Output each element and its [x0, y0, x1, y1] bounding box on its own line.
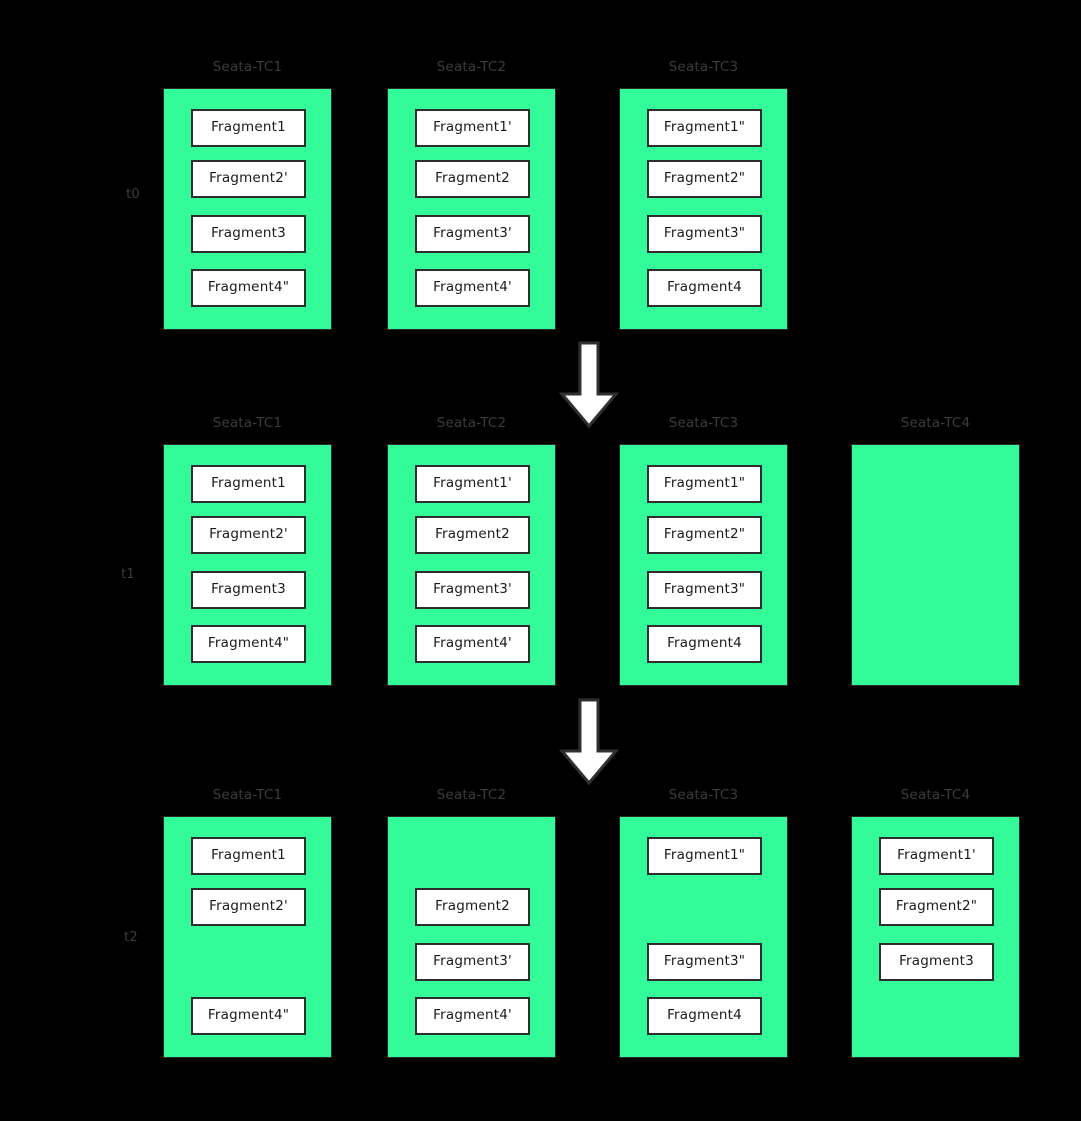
fragment-chip: Fragment4 [647, 997, 762, 1035]
fragment-chip: Fragment2 [415, 516, 530, 554]
column-header-t1-tc1: Seata-TC1 [212, 415, 283, 431]
fragment-slot-t1-tc2-1[interactable]: Fragment1' [415, 465, 530, 503]
fragment-chip: Fragment2' [191, 516, 306, 554]
fragment-chip: Fragment3" [647, 215, 762, 253]
fragment-slot-t0-tc1-4[interactable]: Fragment4" [191, 269, 306, 307]
fragment-slot-t2-tc3-1[interactable]: Fragment1" [647, 837, 762, 875]
fragment-chip: Fragment1' [415, 109, 530, 147]
fragment-chip: Fragment2' [191, 888, 306, 926]
fragment-slot-t1-tc3-2[interactable]: Fragment2" [647, 516, 762, 554]
node-box-t0-tc1[interactable]: Fragment1 Fragment2' Fragment3 Fragment4… [163, 88, 332, 330]
fragment-chip: Fragment2" [879, 888, 994, 926]
fragment-chip: Fragment3 [191, 215, 306, 253]
fragment-chip: Fragment4' [415, 625, 530, 663]
fragment-chip: Fragment1" [647, 465, 762, 503]
column-header-t2-tc1: Seata-TC1 [212, 787, 283, 803]
fragment-slot-t1-tc1-3[interactable]: Fragment3 [191, 571, 306, 609]
fragment-chip: Fragment3' [415, 571, 530, 609]
fragment-chip: Fragment2 [415, 160, 530, 198]
node-box-t1-tc1[interactable]: Fragment1 Fragment2' Fragment3 Fragment4… [163, 444, 332, 686]
node-box-t2-tc2[interactable]: Fragment2 Fragment3' Fragment4' [387, 816, 556, 1058]
fragment-slot-t2-tc3-3[interactable]: Fragment3" [647, 943, 762, 981]
fragment-chip: Fragment3 [879, 943, 994, 981]
fragment-slot-t2-tc4-3[interactable]: Fragment3 [879, 943, 994, 981]
fragment-chip: Fragment1 [191, 465, 306, 503]
fragment-slot-t2-tc2-2[interactable]: Fragment2 [415, 888, 530, 926]
fragment-slot-t0-tc2-2[interactable]: Fragment2 [415, 160, 530, 198]
fragment-slot-t1-tc3-4[interactable]: Fragment4 [647, 625, 762, 663]
fragment-slot-t1-tc2-2[interactable]: Fragment2 [415, 516, 530, 554]
fragment-slot-t1-tc1-2[interactable]: Fragment2' [191, 516, 306, 554]
column-header-t1-tc2: Seata-TC2 [436, 415, 507, 431]
fragment-slot-t0-tc1-1[interactable]: Fragment1 [191, 109, 306, 147]
fragment-slot-t0-tc3-1[interactable]: Fragment1" [647, 109, 762, 147]
fragment-slot-t0-tc3-2[interactable]: Fragment2" [647, 160, 762, 198]
fragment-chip: Fragment2' [191, 160, 306, 198]
fragment-slot-t1-tc2-4[interactable]: Fragment4' [415, 625, 530, 663]
fragment-chip: Fragment2" [647, 160, 762, 198]
fragment-chip: Fragment1' [415, 465, 530, 503]
fragment-chip: Fragment3" [647, 571, 762, 609]
fragment-slot-t2-tc4-2[interactable]: Fragment2" [879, 888, 994, 926]
fragment-chip: Fragment4' [415, 269, 530, 307]
column-header-t2-tc2: Seata-TC2 [436, 787, 507, 803]
transition-arrow-t1-t2 [559, 698, 619, 786]
column-header-t2-tc3: Seata-TC3 [668, 787, 739, 803]
fragment-slot-t2-tc1-1[interactable]: Fragment1 [191, 837, 306, 875]
column-header-t0-tc1: Seata-TC1 [212, 59, 283, 75]
fragment-slot-t0-tc2-3[interactable]: Fragment3' [415, 215, 530, 253]
node-box-t1-tc2[interactable]: Fragment1' Fragment2 Fragment3' Fragment… [387, 444, 556, 686]
fragment-chip: Fragment4 [647, 625, 762, 663]
fragment-chip: Fragment1" [647, 837, 762, 875]
fragment-slot-t0-tc1-3[interactable]: Fragment3 [191, 215, 306, 253]
fragment-slot-t2-tc2-3[interactable]: Fragment3' [415, 943, 530, 981]
column-header-t1-tc3: Seata-TC3 [668, 415, 739, 431]
fragment-chip: Fragment2 [415, 888, 530, 926]
fragment-chip: Fragment4 [647, 269, 762, 307]
fragment-chip: Fragment1 [191, 837, 306, 875]
column-header-t0-tc2: Seata-TC2 [436, 59, 507, 75]
node-box-t1-tc4[interactable] [851, 444, 1020, 686]
node-box-t2-tc4[interactable]: Fragment1' Fragment2" Fragment3 [851, 816, 1020, 1058]
fragment-slot-t2-tc3-4[interactable]: Fragment4 [647, 997, 762, 1035]
fragment-slot-t2-tc4-1[interactable]: Fragment1' [879, 837, 994, 875]
node-box-t0-tc2[interactable]: Fragment1' Fragment2 Fragment3' Fragment… [387, 88, 556, 330]
fragment-slot-t0-tc3-4[interactable]: Fragment4 [647, 269, 762, 307]
fragment-slot-t1-tc1-1[interactable]: Fragment1 [191, 465, 306, 503]
fragment-chip: Fragment3' [415, 943, 530, 981]
fragment-slot-t1-tc1-4[interactable]: Fragment4" [191, 625, 306, 663]
fragment-chip: Fragment3' [415, 215, 530, 253]
fragment-slot-t0-tc1-2[interactable]: Fragment2' [191, 160, 306, 198]
fragment-slot-t0-tc2-4[interactable]: Fragment4' [415, 269, 530, 307]
fragment-slot-t1-tc3-1[interactable]: Fragment1" [647, 465, 762, 503]
fragment-slot-t0-tc2-1[interactable]: Fragment1' [415, 109, 530, 147]
transition-arrow-t0-t1 [559, 341, 619, 429]
fragment-chip: Fragment2" [647, 516, 762, 554]
fragment-chip: Fragment4" [191, 997, 306, 1035]
time-label-t2: t2 [124, 930, 138, 945]
node-box-t2-tc1[interactable]: Fragment1 Fragment2' Fragment4" [163, 816, 332, 1058]
fragment-slot-t1-tc2-3[interactable]: Fragment3' [415, 571, 530, 609]
column-header-t2-tc4: Seata-TC4 [900, 787, 971, 803]
fragment-chip: Fragment1" [647, 109, 762, 147]
fragment-slot-t0-tc3-3[interactable]: Fragment3" [647, 215, 762, 253]
fragment-slot-t2-tc1-4[interactable]: Fragment4" [191, 997, 306, 1035]
node-box-t1-tc3[interactable]: Fragment1" Fragment2" Fragment3" Fragmen… [619, 444, 788, 686]
time-label-t1: t1 [121, 567, 135, 582]
fragment-chip: Fragment4' [415, 997, 530, 1035]
fragment-slot-t1-tc3-3[interactable]: Fragment3" [647, 571, 762, 609]
column-header-t0-tc3: Seata-TC3 [668, 59, 739, 75]
node-box-t0-tc3[interactable]: Fragment1" Fragment2" Fragment3" Fragmen… [619, 88, 788, 330]
fragment-chip: Fragment3 [191, 571, 306, 609]
fragment-chip: Fragment1' [879, 837, 994, 875]
fragment-slot-t2-tc2-4[interactable]: Fragment4' [415, 997, 530, 1035]
column-header-t1-tc4: Seata-TC4 [900, 415, 971, 431]
fragment-chip: Fragment1 [191, 109, 306, 147]
node-box-t2-tc3[interactable]: Fragment1" Fragment3" Fragment4 [619, 816, 788, 1058]
fragment-chip: Fragment3" [647, 943, 762, 981]
fragment-slot-t2-tc1-2[interactable]: Fragment2' [191, 888, 306, 926]
fragment-chip: Fragment4" [191, 625, 306, 663]
fragment-chip: Fragment4" [191, 269, 306, 307]
time-label-t0: t0 [126, 187, 140, 202]
